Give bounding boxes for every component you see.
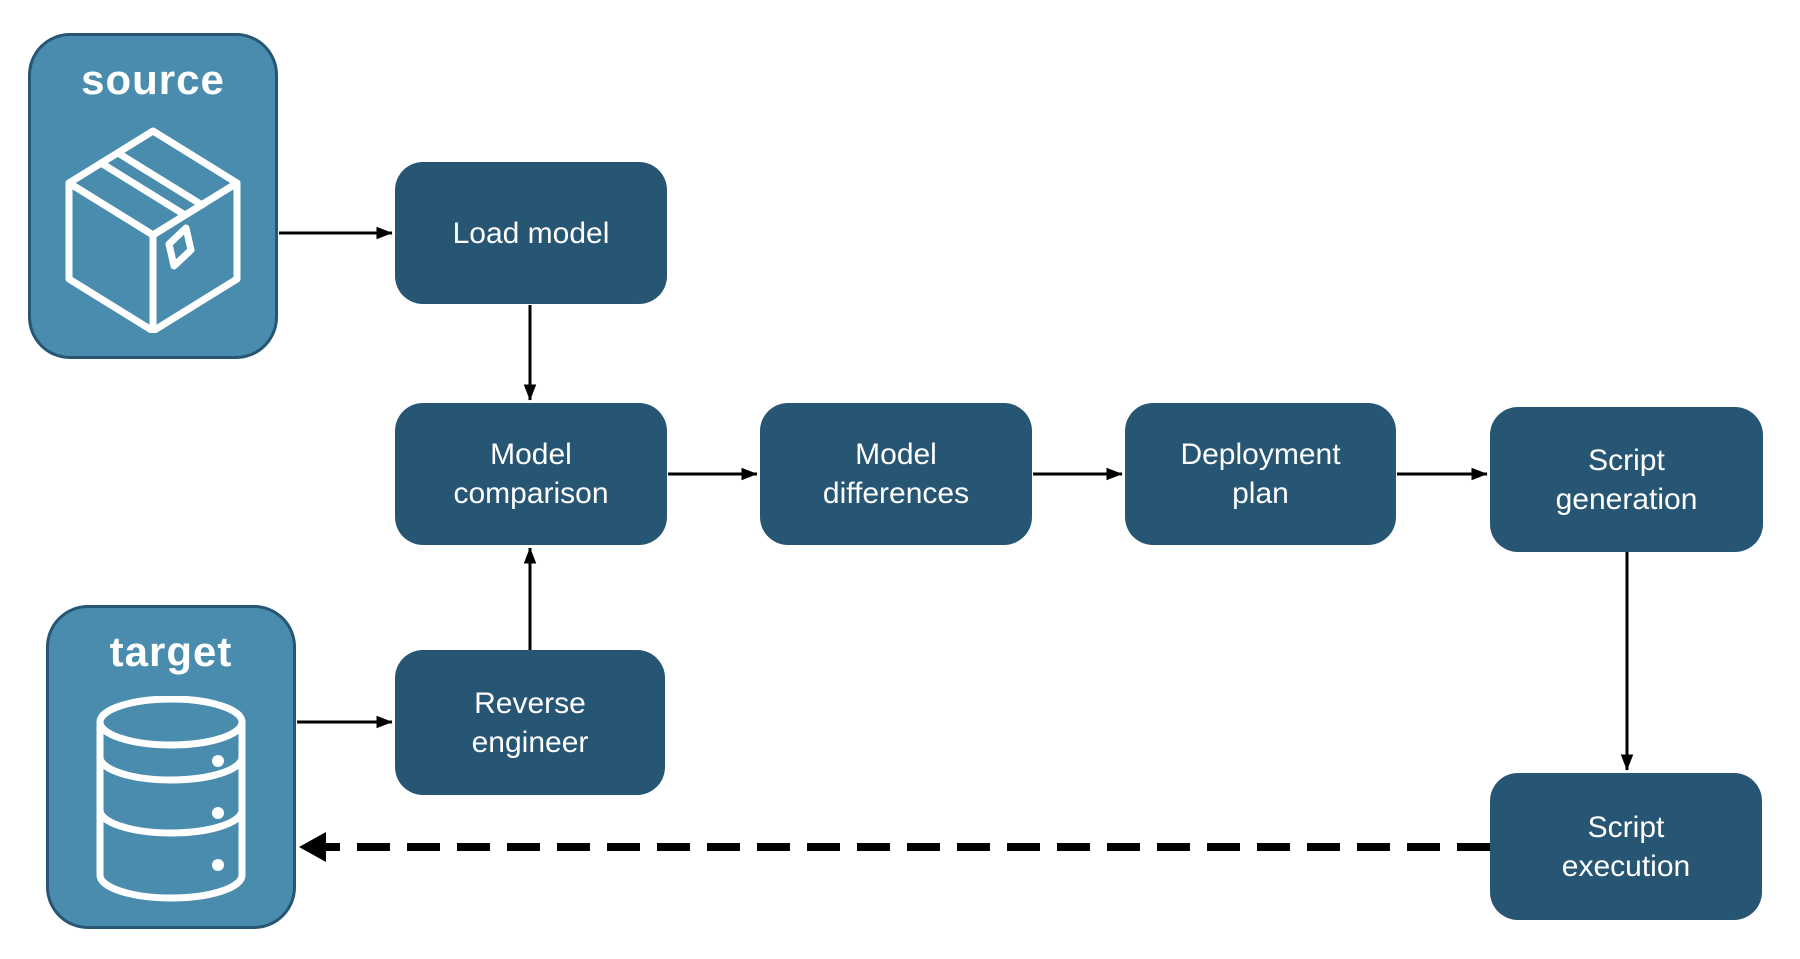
node-reverse-engineer: Reverse engineer [395, 650, 665, 795]
node-script-generation: Script generation [1490, 407, 1763, 552]
node-model-differences: Model differences [760, 403, 1032, 545]
target-label: target [109, 628, 233, 675]
database-icon [49, 676, 293, 926]
source-label: source [81, 56, 225, 103]
node-model-comparison: Model comparison [395, 403, 667, 545]
node-load-model: Load model [395, 162, 667, 304]
node-script-execution: Script execution [1490, 773, 1762, 920]
node-deployment-plan: Deployment plan [1125, 403, 1396, 545]
package-icon [31, 104, 275, 356]
entity-source: source [28, 33, 278, 359]
entity-target: target [46, 605, 296, 929]
